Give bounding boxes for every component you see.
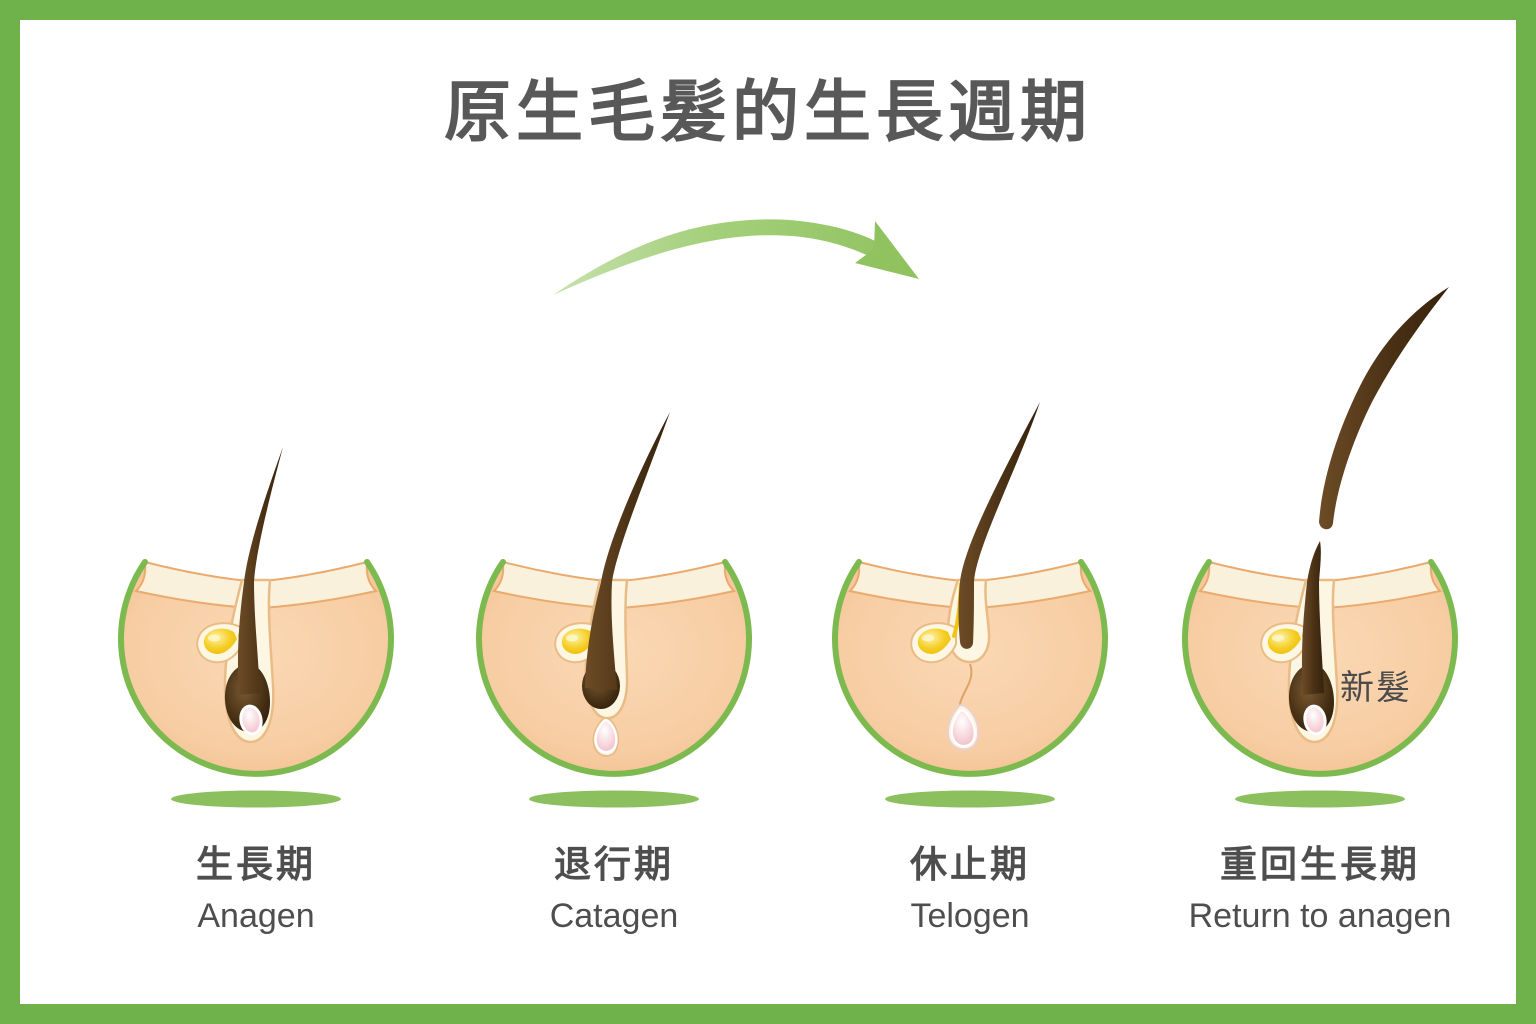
stage-label-en: Anagen <box>197 897 315 935</box>
stage-telogen: 休止期 Telogen <box>790 240 1150 936</box>
stage-label-en: Telogen <box>910 897 1030 935</box>
stage-label-zh: 重回生長期 <box>1220 844 1420 885</box>
stage-anagen: 生長期 Anagen <box>76 240 436 936</box>
gland-highlight <box>1272 634 1284 642</box>
ground-shadow <box>171 790 341 808</box>
stage-label-zh: 休止期 <box>910 844 1030 885</box>
gland-highlight <box>922 634 934 642</box>
gland-highlight <box>208 634 220 642</box>
page-title: 原生毛髮的生長週期 <box>444 75 1092 150</box>
follicle-illustration-anagen <box>118 447 394 808</box>
stage-catagen: 退行期 Catagen <box>434 240 794 936</box>
gland-highlight <box>566 634 578 642</box>
arrow-head <box>855 221 919 279</box>
stage-label-zh: 退行期 <box>554 844 674 885</box>
ground-shadow <box>529 790 699 808</box>
ground-shadow <box>1235 790 1405 808</box>
skin-outline <box>832 559 1108 777</box>
dermal-papilla <box>239 704 263 736</box>
stage-label-en: Return to anagen <box>1188 897 1452 935</box>
dermal-papilla <box>1303 704 1327 736</box>
skin-ball <box>835 562 1105 774</box>
content-panel <box>20 20 1516 1004</box>
new-hair-label: 新髮 <box>1340 669 1412 707</box>
follicle-illustration-telogen <box>832 402 1108 808</box>
ground-shadow <box>885 790 1055 808</box>
shed-hair <box>1319 287 1449 530</box>
dermal-papilla <box>594 719 618 754</box>
stage-return-to-anagen: 新髮 重回生長期 Return to anagen <box>1140 240 1500 936</box>
dermal-papilla <box>950 709 976 747</box>
arrow-shaft <box>553 219 888 295</box>
club-hair <box>958 402 1040 649</box>
skin-outline <box>1182 559 1458 777</box>
skin-outline <box>476 559 752 777</box>
skin-outline <box>118 559 394 777</box>
follicle-illustration-return <box>1182 287 1458 808</box>
stage-label-en: Catagen <box>549 897 679 935</box>
cycle-arrow-icon <box>553 219 919 295</box>
follicle-illustration-catagen <box>476 412 752 808</box>
stage-label-zh: 生長期 <box>196 844 316 885</box>
hair-shaft <box>237 447 283 695</box>
hair-shaft <box>585 412 670 690</box>
new-hair-shaft <box>1301 541 1324 695</box>
